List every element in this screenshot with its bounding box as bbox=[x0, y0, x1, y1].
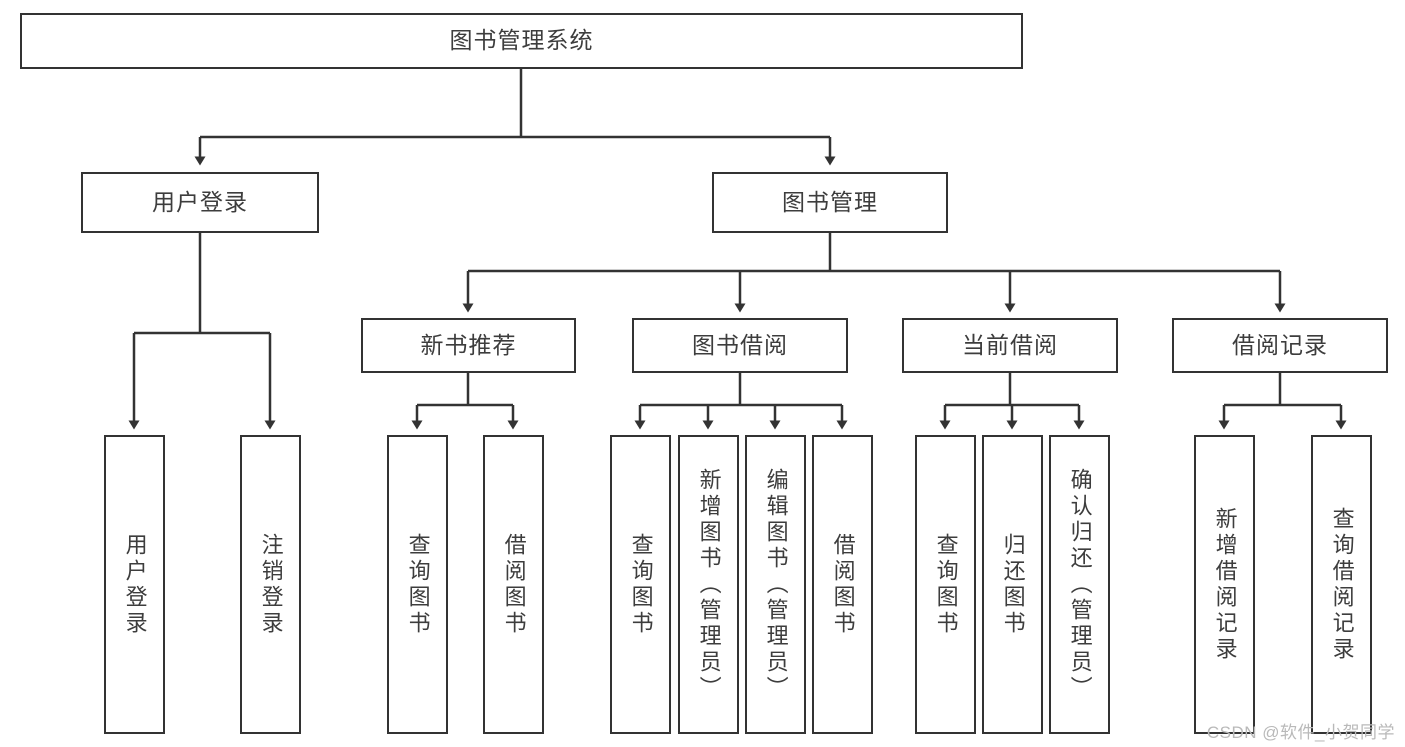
leaf-label: 查询图书 bbox=[628, 532, 654, 637]
leaf-label: 注销登录 bbox=[258, 532, 284, 637]
leaf-borrow-edit[interactable]: 编辑图书（管理员） bbox=[745, 435, 806, 734]
leaf-new-book-borrow[interactable]: 借阅图书 bbox=[483, 435, 544, 734]
leaf-label: 查询图书 bbox=[405, 532, 431, 637]
leaf-label: 借阅图书 bbox=[830, 532, 856, 637]
node-book-borrow-label: 图书借阅 bbox=[692, 331, 788, 358]
leaf-current-confirm-return[interactable]: 确认归还（管理员） bbox=[1049, 435, 1110, 734]
node-book-management-label: 图书管理 bbox=[782, 188, 878, 215]
node-book-borrow[interactable]: 图书借阅 bbox=[632, 318, 848, 373]
node-borrow-record[interactable]: 借阅记录 bbox=[1172, 318, 1388, 373]
leaf-label: 新增图书（管理员） bbox=[696, 467, 722, 702]
node-borrow-record-label: 借阅记录 bbox=[1232, 331, 1328, 358]
leaf-label: 用户登录 bbox=[122, 532, 148, 637]
leaf-borrow-add[interactable]: 新增图书（管理员） bbox=[678, 435, 739, 734]
node-current-borrow[interactable]: 当前借阅 bbox=[902, 318, 1118, 373]
leaf-label: 新增借阅记录 bbox=[1212, 506, 1238, 663]
leaf-record-add[interactable]: 新增借阅记录 bbox=[1194, 435, 1255, 734]
leaf-record-query[interactable]: 查询借阅记录 bbox=[1311, 435, 1372, 734]
leaf-label: 确认归还（管理员） bbox=[1067, 467, 1093, 702]
leaf-label: 借阅图书 bbox=[501, 532, 527, 637]
leaf-current-return[interactable]: 归还图书 bbox=[982, 435, 1043, 734]
leaf-label: 查询借阅记录 bbox=[1329, 506, 1355, 663]
node-root-label: 图书管理系统 bbox=[449, 27, 594, 54]
leaf-label: 编辑图书（管理员） bbox=[763, 467, 789, 702]
node-book-management[interactable]: 图书管理 bbox=[712, 172, 948, 233]
leaf-borrow-query[interactable]: 查询图书 bbox=[610, 435, 671, 734]
node-user-login-label: 用户登录 bbox=[152, 188, 248, 215]
leaf-new-book-query[interactable]: 查询图书 bbox=[387, 435, 448, 734]
leaf-label: 查询图书 bbox=[933, 532, 959, 637]
leaf-user-login-logout[interactable]: 注销登录 bbox=[240, 435, 301, 734]
leaf-label: 归还图书 bbox=[1000, 532, 1026, 637]
node-new-book-recommend[interactable]: 新书推荐 bbox=[361, 318, 576, 373]
leaf-borrow-borrow[interactable]: 借阅图书 bbox=[812, 435, 873, 734]
node-user-login[interactable]: 用户登录 bbox=[81, 172, 319, 233]
leaf-user-login-login[interactable]: 用户登录 bbox=[104, 435, 165, 734]
node-root[interactable]: 图书管理系统 bbox=[20, 13, 1023, 69]
leaf-current-query[interactable]: 查询图书 bbox=[915, 435, 976, 734]
node-new-book-recommend-label: 新书推荐 bbox=[420, 331, 517, 358]
node-current-borrow-label: 当前借阅 bbox=[962, 331, 1058, 358]
